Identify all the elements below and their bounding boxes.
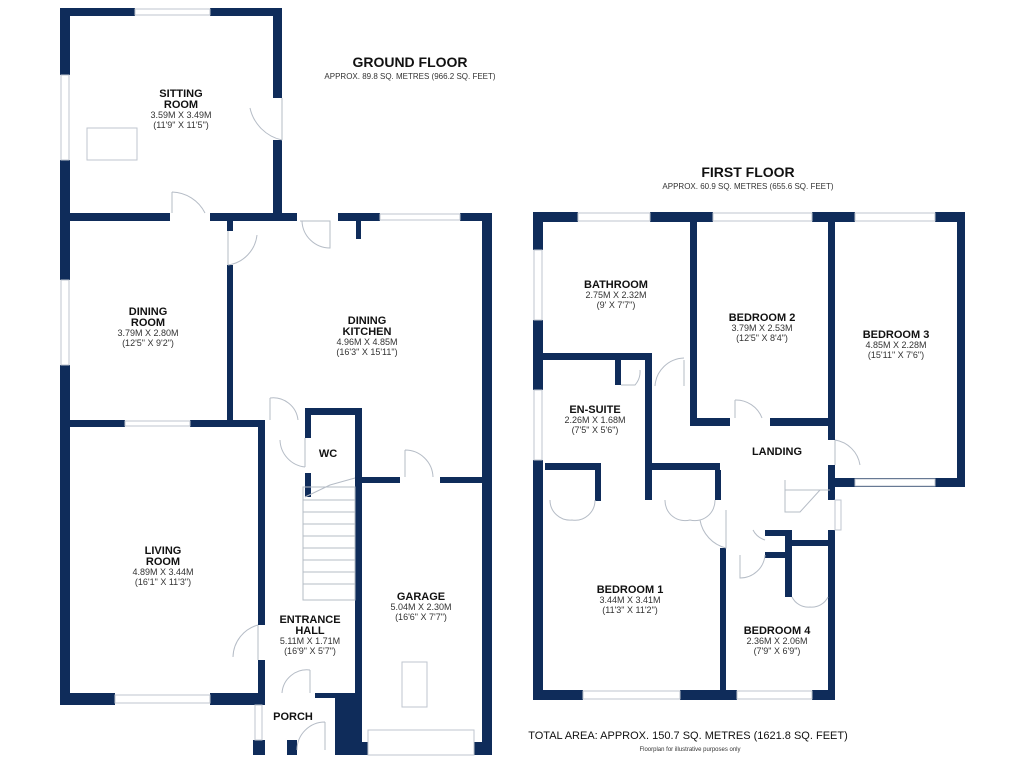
room-landing: LANDING — [752, 446, 802, 458]
room-dimensions-metric: 2.26M X 1.68M — [564, 415, 625, 425]
room-dimensions-imperial: (12'5" X 8'4") — [736, 333, 788, 343]
room-dimensions-metric: 2.75M X 2.32M — [585, 290, 646, 300]
room-name: PORCH — [273, 711, 313, 723]
room-dimensions-imperial: (12'5" X 9'2") — [122, 338, 174, 348]
room-dimensions-imperial: (16'1" X 11'3") — [135, 577, 191, 587]
room-wc: WC — [319, 448, 337, 460]
room-dimensions-imperial: (9' X 7'7") — [597, 300, 636, 310]
disclaimer-note: Floorplan for illustrative purposes only — [639, 747, 740, 753]
room-name: BEDROOM 2 — [729, 312, 796, 324]
room-name: ROOM — [146, 556, 180, 568]
room-name: LIVING — [145, 545, 182, 557]
room-garage: GARAGE 5.04M X 2.30M (16'6" X 7'7") — [390, 591, 451, 622]
first-floor-windows — [533, 212, 936, 700]
room-name: ROOM — [131, 317, 165, 329]
room-bedroom-3: BEDROOM 3 4.85M X 2.28M (15'11" X 7'6") — [863, 329, 930, 360]
first-floor-doors — [549, 357, 861, 608]
room-dimensions-metric: 3.44M X 3.41M — [599, 595, 660, 605]
room-sitting-room: SITTING ROOM 3.59M X 3.49M (11'9" X 11'5… — [150, 88, 211, 130]
room-name: ENTRANCE — [279, 614, 340, 626]
room-dimensions-metric: 4.85M X 2.28M — [865, 340, 926, 350]
room-dimensions-imperial: (16'3" X 15'11") — [336, 347, 397, 357]
room-name: BATHROOM — [584, 279, 648, 291]
staircase-ground — [302, 477, 356, 601]
room-dimensions-metric: 3.79M X 2.80M — [117, 328, 178, 338]
room-porch: PORCH — [273, 711, 313, 723]
room-dimensions-imperial: (11'9" X 11'5") — [153, 120, 209, 130]
ground-floor-title: GROUND FLOOR — [352, 54, 467, 70]
first-floor-title: FIRST FLOOR — [701, 164, 794, 180]
room-name: LANDING — [752, 446, 802, 458]
room-dimensions-metric: 3.59M X 3.49M — [150, 110, 211, 120]
room-name: BEDROOM 1 — [597, 584, 664, 596]
total-area: TOTAL AREA: APPROX. 150.7 SQ. METRES (16… — [528, 730, 848, 742]
room-dining-kitchen: DINING KITCHEN 4.96M X 4.85M (16'3" X 15… — [336, 315, 397, 357]
room-name: WC — [319, 448, 337, 460]
room-name: ROOM — [164, 99, 198, 111]
room-name: DINING — [129, 306, 168, 318]
room-dimensions-imperial: (7'9" X 6'9") — [754, 646, 801, 656]
room-dimensions-metric: 4.96M X 4.85M — [336, 337, 397, 347]
room-dimensions-metric: 4.89M X 3.44M — [132, 567, 193, 577]
ground-floor-doors — [171, 98, 434, 751]
room-name: KITCHEN — [343, 326, 392, 338]
room-dimensions-metric: 3.79M X 2.53M — [731, 323, 792, 333]
room-name: BEDROOM 3 — [863, 329, 930, 341]
room-name: EN-SUITE — [569, 404, 620, 416]
room-name: DINING — [348, 315, 387, 327]
room-dimensions-imperial: (11'3" X 11'2") — [602, 605, 658, 615]
room-dimensions-metric: 5.11M X 1.71M — [280, 636, 340, 646]
staircase-first — [784, 480, 830, 513]
room-name: GARAGE — [397, 591, 445, 603]
room-dimensions-imperial: (16'6" X 7'7") — [395, 612, 447, 622]
room-name: SITTING — [159, 88, 202, 100]
room-name: BEDROOM 4 — [744, 625, 812, 637]
room-dimensions-imperial: (7'5" X 5'6") — [572, 425, 619, 435]
room-entrance-hall: ENTRANCE HALL 5.11M X 1.71M (16'9" X 5'7… — [279, 614, 340, 656]
first-floor-area: APPROX. 60.9 SQ. METRES (655.6 SQ. FEET) — [662, 182, 834, 191]
room-dimensions-imperial: (16'9" X 5'7") — [284, 646, 336, 656]
ground-floor-area: APPROX. 89.8 SQ. METRES (966.2 SQ. FEET) — [324, 72, 496, 81]
room-bedroom-2: BEDROOM 2 3.79M X 2.53M (12'5" X 8'4") — [729, 312, 796, 343]
ground-floor-windows — [60, 8, 475, 756]
room-bathroom: BATHROOM 2.75M X 2.32M (9' X 7'7") — [584, 279, 648, 310]
ground-floor-walls — [60, 8, 492, 755]
room-en-suite: EN-SUITE 2.26M X 1.68M (7'5" X 5'6") — [564, 404, 625, 435]
room-bedroom-4: BEDROOM 4 2.36M X 2.06M (7'9" X 6'9") — [744, 625, 812, 656]
room-dining-room: DINING ROOM 3.79M X 2.80M (12'5" X 9'2") — [117, 306, 178, 348]
room-living-room: LIVING ROOM 4.89M X 3.44M (16'1" X 11'3"… — [132, 545, 193, 587]
room-dimensions-imperial: (15'11" X 7'6") — [868, 350, 924, 360]
room-dimensions-metric: 5.04M X 2.30M — [390, 602, 451, 612]
room-bedroom-1: BEDROOM 1 3.44M X 3.41M (11'3" X 11'2") — [597, 584, 664, 615]
room-dimensions-metric: 2.36M X 2.06M — [746, 636, 807, 646]
room-name: HALL — [295, 625, 325, 637]
